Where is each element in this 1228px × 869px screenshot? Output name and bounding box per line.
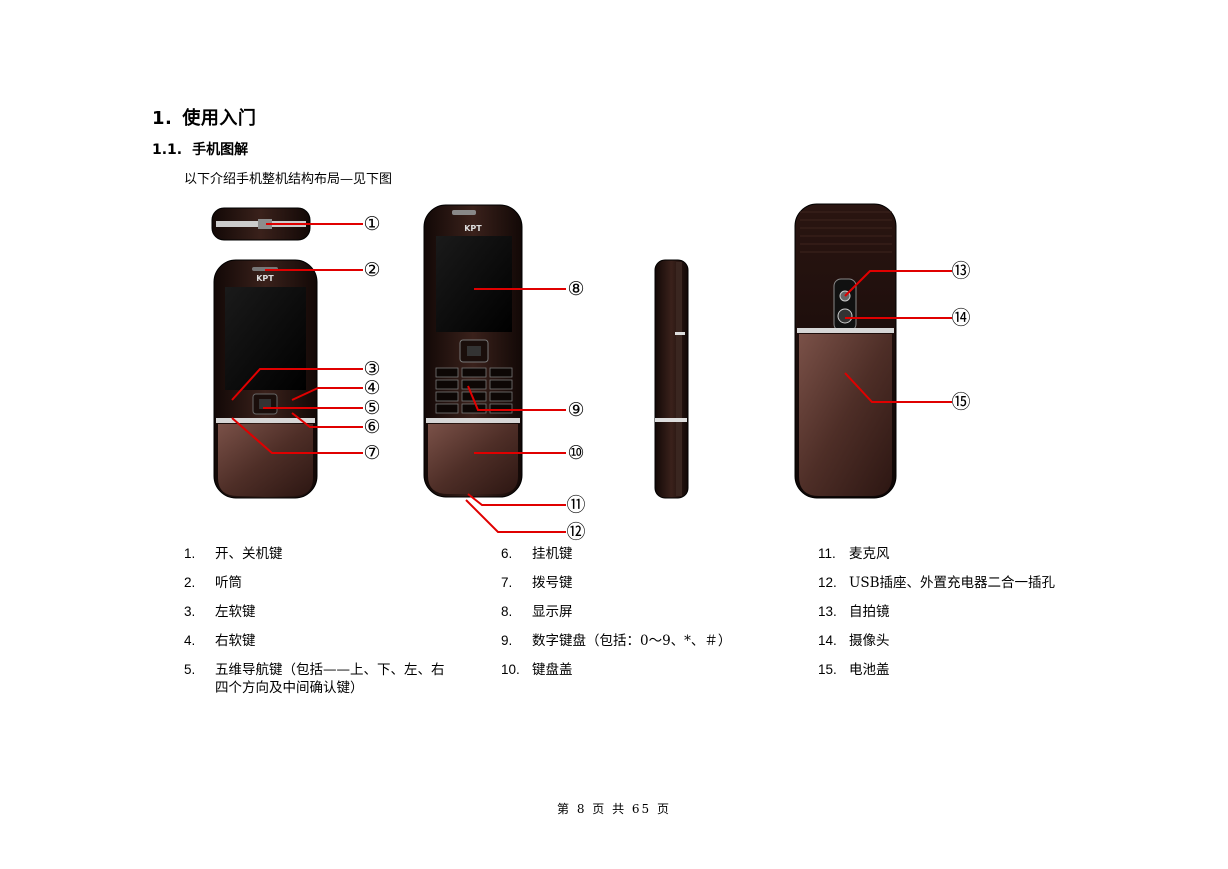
callout-6: ⑥ — [363, 416, 380, 438]
section-title: 使用入门 — [182, 108, 257, 129]
legend-column-2: 6. 挂机键 7. 拨号键 8. 显示屏 9. 数字键盘（包括：0～9、*、＃） 10.… — [501, 545, 781, 690]
legend-item: 13. 自拍镜 — [818, 603, 1083, 621]
legend-column-3: 11. 麦克风 12. USB插座、外置充电器二合一插孔 13. 自拍镜 14. 摄像头… — [818, 545, 1083, 690]
legend-column-1: 1. 开、关机键 2. 听筒 3. 左软键 4. 右软键 5. 五维导航键（包括——上、下… — [184, 545, 454, 708]
legend-text: 右软键 — [215, 633, 256, 649]
legend-text: 拨号键 — [532, 575, 573, 591]
subsection-heading: 1.1. 手机图解 — [152, 139, 248, 159]
legend-item: 14. 摄像头 — [818, 632, 1083, 650]
phone-front-closed: KPT — [213, 259, 318, 499]
callout-11: ⑪ — [566, 494, 585, 516]
callout-14: ⑭ — [951, 307, 970, 329]
legend-text: 麦克风 — [849, 546, 890, 562]
callout-7: ⑦ — [363, 442, 380, 464]
callout-13: ⑬ — [951, 260, 970, 282]
callout-3: ③ — [363, 358, 380, 380]
legend-text: 键盘盖 — [532, 662, 573, 678]
legend-item: 10. 键盘盖 — [501, 661, 781, 679]
phone-side-view — [654, 259, 689, 499]
legend-number: 6. — [501, 546, 513, 561]
leader-lines — [231, 223, 952, 533]
page-footer: 第 8 页 共 65 页 — [557, 802, 671, 816]
legend-item: 9. 数字键盘（包括：0～9、*、＃） — [501, 632, 781, 650]
legend-item: 6. 挂机键 — [501, 545, 781, 563]
legend-number: 5. — [184, 662, 196, 677]
phone-front-open: KPT — [423, 204, 523, 498]
legend-item: 3. 左软键 — [184, 603, 454, 621]
callout-4: ④ — [363, 377, 380, 399]
legend-number: 9. — [501, 633, 513, 648]
legend-text: 摄像头 — [849, 633, 890, 649]
callout-15: ⑮ — [951, 391, 970, 413]
legend-text: 自拍镜 — [849, 604, 890, 620]
legend-item: 12. USB插座、外置充电器二合一插孔 — [818, 574, 1083, 592]
callout-2: ② — [363, 259, 380, 281]
legend-item: 11. 麦克风 — [818, 545, 1083, 563]
callout-5: ⑤ — [363, 397, 380, 419]
legend-number: 4. — [184, 633, 196, 648]
brand-logo: KPT — [256, 274, 274, 283]
legend-text: 显示屏 — [532, 604, 573, 620]
intro-text: 以下介绍手机整机结构布局—见下图 — [184, 172, 393, 187]
legend-text: 开、关机键 — [215, 546, 283, 562]
callout-1: ① — [363, 213, 380, 235]
legend-number: 7. — [501, 575, 513, 590]
legend-text: 听筒 — [215, 575, 242, 591]
callout-12: ⑫ — [566, 521, 585, 543]
legend-item: 7. 拨号键 — [501, 574, 781, 592]
legend-number: 3. — [184, 604, 196, 619]
legend-text: 数字键盘（包括：0～9、*、＃） — [532, 633, 732, 649]
legend-item: 15. 电池盖 — [818, 661, 1083, 679]
legend-item: 1. 开、关机键 — [184, 545, 454, 563]
section-number: 1. — [152, 108, 173, 129]
legend-item: 2. 听筒 — [184, 574, 454, 592]
legend-item: 5. 五维导航键（包括——上、下、左、右四个方向及中间确认键） — [184, 661, 454, 697]
legend-number: 10. — [501, 662, 520, 677]
legend-text: USB插座、外置充电器二合一插孔 — [849, 575, 1056, 591]
legend-number: 8. — [501, 604, 513, 619]
legend-number: 12. — [818, 575, 837, 590]
section-heading: 1. 使用入门 — [152, 104, 256, 130]
legend-text: 挂机键 — [532, 546, 573, 562]
legend-number: 11. — [818, 546, 836, 561]
legend-item: 4. 右软键 — [184, 632, 454, 650]
subsection-number: 1.1. — [152, 142, 183, 158]
legend-number: 1. — [184, 546, 196, 561]
subsection-title: 手机图解 — [192, 142, 249, 158]
legend-text: 左软键 — [215, 604, 256, 620]
legend-text: 电池盖 — [849, 662, 890, 678]
phone-back-view — [794, 203, 897, 499]
legend-number: 13. — [818, 604, 837, 619]
legend-number: 2. — [184, 575, 196, 590]
legend-text: 五维导航键（包括——上、下、左、右四个方向及中间确认键） — [215, 662, 445, 696]
brand-logo-open: KPT — [464, 224, 482, 233]
legend-number: 14. — [818, 633, 837, 648]
phone-top-view — [211, 207, 311, 241]
keypad — [435, 367, 513, 414]
callout-9: ⑨ — [567, 399, 584, 421]
legend-number: 15. — [818, 662, 837, 677]
callout-8: ⑧ — [567, 278, 584, 300]
callout-10: ⑩ — [567, 442, 584, 464]
legend-item: 8. 显示屏 — [501, 603, 781, 621]
